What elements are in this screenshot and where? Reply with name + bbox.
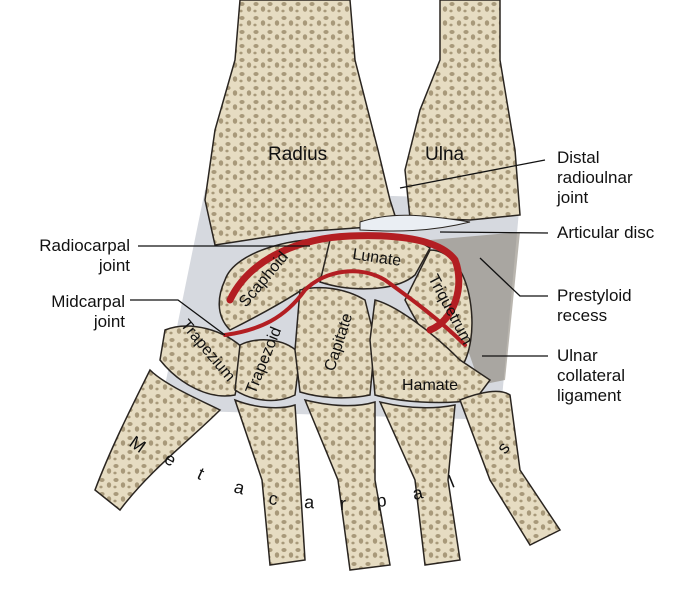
label-lunate: Lunate: [351, 246, 402, 270]
callout-text: joint: [557, 188, 589, 207]
metacarpals-letter: c: [267, 488, 279, 509]
trapezium-bone: [159, 325, 246, 397]
midcarpal-joint-line: [223, 269, 467, 347]
callout-text: collateral: [557, 366, 626, 385]
metacarpals-letter: t: [194, 463, 207, 483]
callout-text: joint: [93, 312, 125, 331]
label-ulna: Ulna: [425, 144, 465, 165]
callout-text: Distal: [557, 148, 600, 167]
callout-text: Ulnar: [557, 346, 598, 365]
callout-text: Midcarpal: [51, 292, 125, 311]
callout-text: Radiocarpal: [39, 236, 130, 255]
label-radius: Radius: [268, 144, 327, 165]
callout-ulnar-collateral: Ulnar collateral ligament: [557, 346, 625, 406]
label-hamate: Hamate: [402, 377, 458, 394]
metacarpals-letter: a: [232, 477, 248, 499]
metacarpals-letter: r: [340, 494, 346, 514]
metacarpals-letter: l: [446, 472, 457, 492]
callout-radiocarpal: Radiocarpal joint: [0, 236, 130, 276]
callout-text: radioulnar: [557, 168, 633, 187]
callout-articular-disc: Articular disc: [557, 223, 654, 243]
radiocarpal-joint-line: [226, 232, 463, 334]
trapezoid-bone: [234, 339, 301, 402]
callout-midcarpal: Midcarpal joint: [0, 292, 125, 332]
callout-prestyloid: Prestyloid recess: [557, 286, 632, 326]
metacarpal-bones: [94, 368, 562, 571]
callout-text: ligament: [557, 386, 622, 405]
leader-lines: [130, 159, 549, 357]
callout-text: recess: [557, 306, 608, 325]
joint-spaces: [223, 232, 467, 347]
metacarpals-letter: a: [304, 492, 316, 512]
ulna-bone: [404, 0, 521, 221]
callout-distal-radioulnar: Distal radioulnar joint: [557, 148, 633, 208]
callout-text: joint: [98, 256, 130, 275]
radius-bone: [204, 0, 400, 246]
callout-text: Prestyloid: [557, 286, 632, 305]
metacarpals-letter: p: [376, 490, 388, 511]
articular-disc: [359, 214, 471, 232]
capitate-bone: [294, 286, 376, 399]
callout-text: Articular disc: [557, 223, 655, 242]
